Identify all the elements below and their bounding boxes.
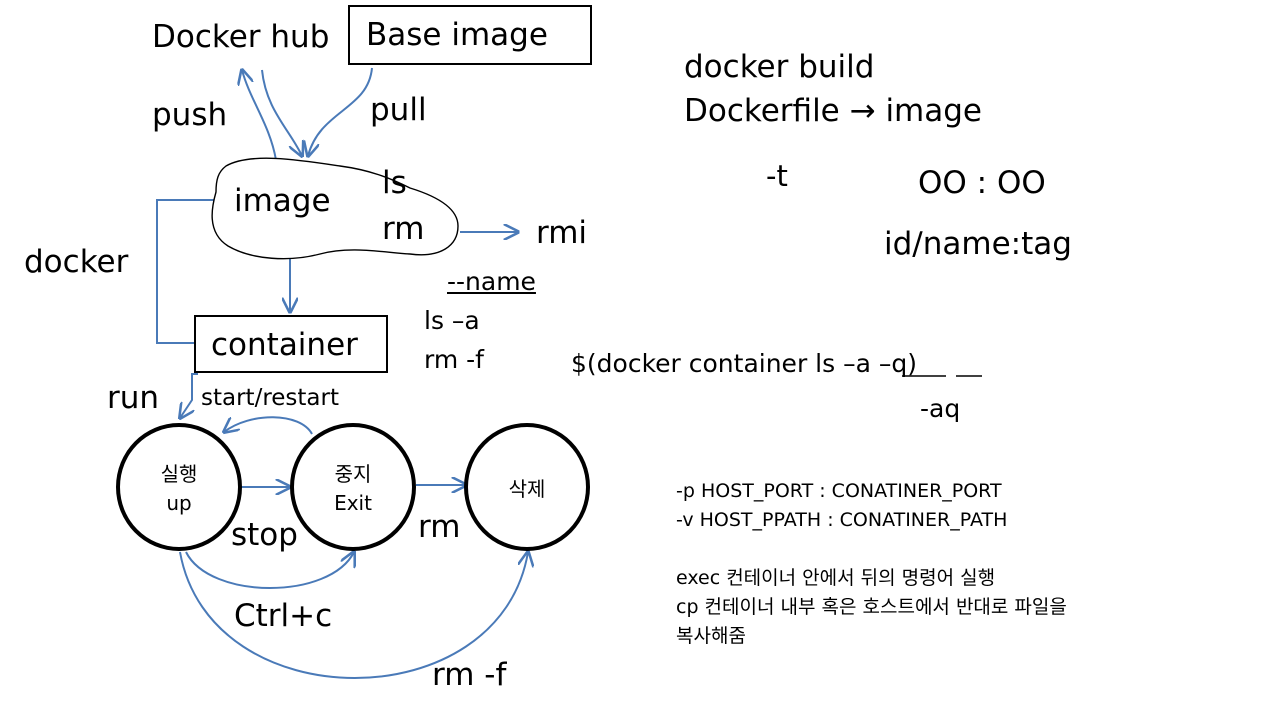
- stopped-state-circle: 중지 Exit: [290, 423, 416, 551]
- run-arrow: [180, 373, 198, 418]
- docker-hub-label: Docker hub: [152, 19, 330, 55]
- running-state-ko: 실행: [160, 462, 198, 486]
- stop-label: stop: [231, 517, 298, 553]
- image-cloud: [211, 157, 459, 260]
- base-image-box: Base image: [348, 5, 592, 65]
- container-label: container: [211, 327, 358, 363]
- deleted-state-ko: 삭제: [508, 477, 546, 501]
- run-label: run: [107, 380, 160, 416]
- pull-label: pull: [370, 92, 427, 128]
- stopped-state-ko: 중지: [334, 462, 372, 486]
- image-ls-label: ls: [382, 165, 407, 201]
- rmi-label: rmi: [536, 215, 588, 251]
- subshell-a-flag: –a: [843, 349, 871, 378]
- deleted-state-circle: 삭제: [464, 423, 590, 551]
- start-restart-arrow: [224, 416, 313, 434]
- push-arrow: [242, 70, 277, 161]
- cp-note-line1: cp 컨테이너 내부 혹은 호스트에서 반대로 파일을: [676, 596, 1067, 618]
- subshell-command: $(docker container ls –a –q): [571, 351, 917, 376]
- tag-flag: -t: [766, 159, 788, 193]
- pull-arrow-hub: [261, 69, 302, 156]
- container-rm-f-label: rm -f: [424, 345, 484, 374]
- subshell-space: [871, 349, 879, 378]
- port-option-note: -p HOST_PORT : CONATINER_PORT: [676, 480, 1002, 502]
- docker-bracket: [156, 199, 216, 344]
- subshell-q-flag: –q: [878, 349, 908, 378]
- pull-arrow-base: [308, 67, 373, 156]
- subshell-prefix: $(docker container ls: [571, 349, 844, 378]
- aq-shorthand: -aq: [920, 394, 961, 423]
- stopped-state-en: Exit: [334, 491, 372, 515]
- docker-label: docker: [24, 244, 129, 280]
- tag-format: OO : OO: [918, 165, 1046, 201]
- exec-note: exec 컨테이너 안에서 뒤의 명령어 실행: [676, 567, 996, 589]
- rm-label: rm: [418, 509, 461, 545]
- name-option-label: --name: [447, 267, 536, 296]
- running-state-circle: 실행 up: [116, 423, 242, 551]
- cp-note-line2: 복사해줌: [676, 625, 746, 647]
- rm-f-arrow: [179, 552, 528, 679]
- ctrl-c-label: Ctrl+c: [234, 598, 333, 634]
- image-rm-label: rm: [382, 211, 425, 247]
- running-state-en: up: [166, 491, 192, 515]
- subshell-suffix: ): [907, 349, 918, 378]
- container-ls-a-label: ls –a: [424, 306, 480, 335]
- image-label: image: [234, 183, 331, 219]
- tag-description: id/name:tag: [884, 226, 1072, 262]
- push-label: push: [152, 97, 228, 133]
- base-image-label: Base image: [366, 17, 548, 53]
- start-restart-label: start/restart: [201, 385, 339, 411]
- volume-option-note: -v HOST_PPATH : CONATINER_PATH: [676, 509, 1008, 531]
- ctrl-c-arrow: [185, 552, 354, 589]
- build-command: docker build: [684, 49, 875, 85]
- build-description: Dockerfile → image: [684, 93, 982, 129]
- container-box: container: [194, 315, 388, 373]
- rm-f-bottom-label: rm -f: [432, 657, 507, 693]
